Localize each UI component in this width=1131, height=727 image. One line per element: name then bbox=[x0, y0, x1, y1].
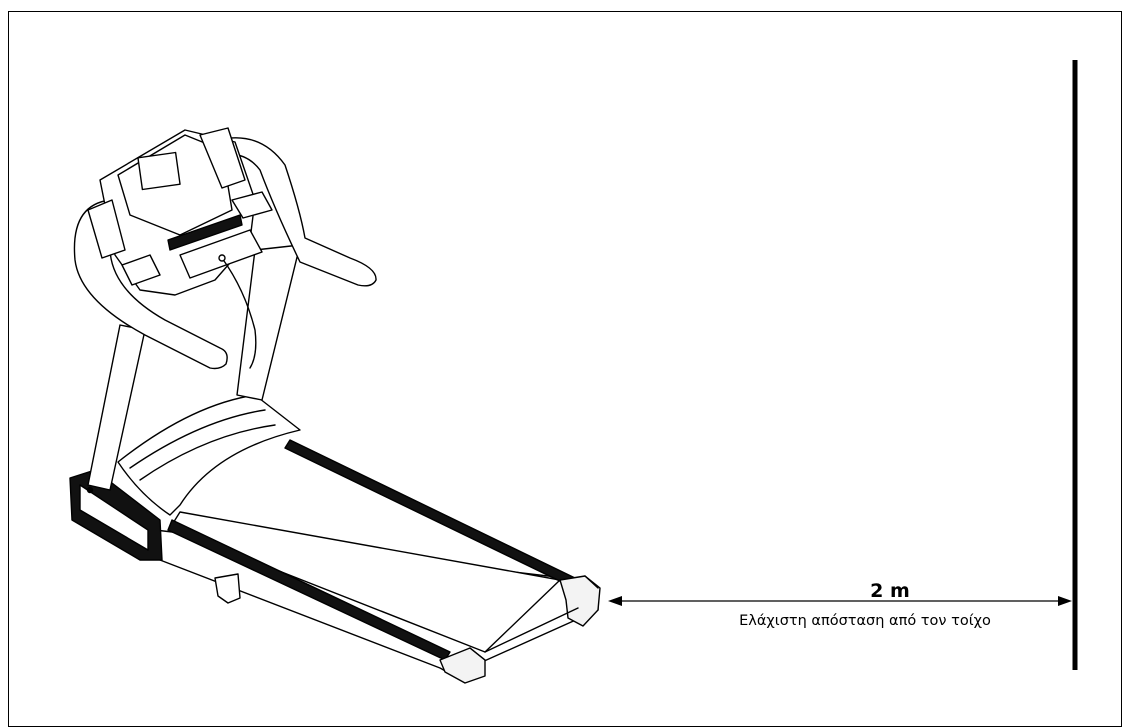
console-keypad-strip bbox=[167, 214, 243, 251]
safety-cord bbox=[221, 257, 257, 369]
treadmill bbox=[69, 127, 601, 684]
distance-arrow bbox=[608, 596, 1072, 606]
console-side-left bbox=[87, 199, 126, 259]
motor-hood bbox=[117, 394, 301, 516]
transport-wheel bbox=[214, 573, 241, 604]
distance-label: 2 m bbox=[870, 580, 910, 602]
clearance-caption: Ελάχιστη απόσταση από τον τοίχο bbox=[739, 613, 991, 629]
right-upright bbox=[236, 244, 301, 401]
console-side-right bbox=[199, 127, 246, 189]
right-handlebar bbox=[217, 137, 377, 287]
console-display bbox=[137, 151, 181, 191]
